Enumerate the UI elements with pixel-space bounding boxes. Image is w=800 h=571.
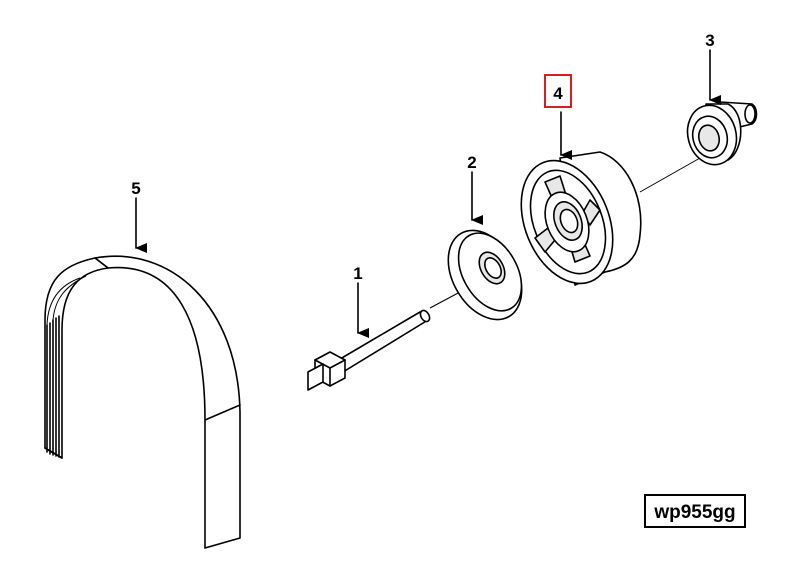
belt-part [44, 255, 241, 549]
spacer-part [686, 101, 758, 166]
pulley-part [520, 151, 642, 286]
callout-1: 1 [353, 264, 362, 283]
callout-4: 4 [553, 84, 563, 103]
belt-ribs [44, 275, 87, 459]
callout-5: 5 [131, 179, 140, 198]
reference-code-box [644, 494, 746, 528]
callout-4-highlight-box [544, 74, 572, 108]
callout-arrows [135, 49, 721, 338]
bolt-part [307, 309, 431, 391]
reference-code: wp955gg [653, 502, 735, 523]
callout-2: 2 [467, 153, 476, 172]
washer-part [447, 229, 523, 321]
callout-3: 3 [705, 31, 714, 50]
